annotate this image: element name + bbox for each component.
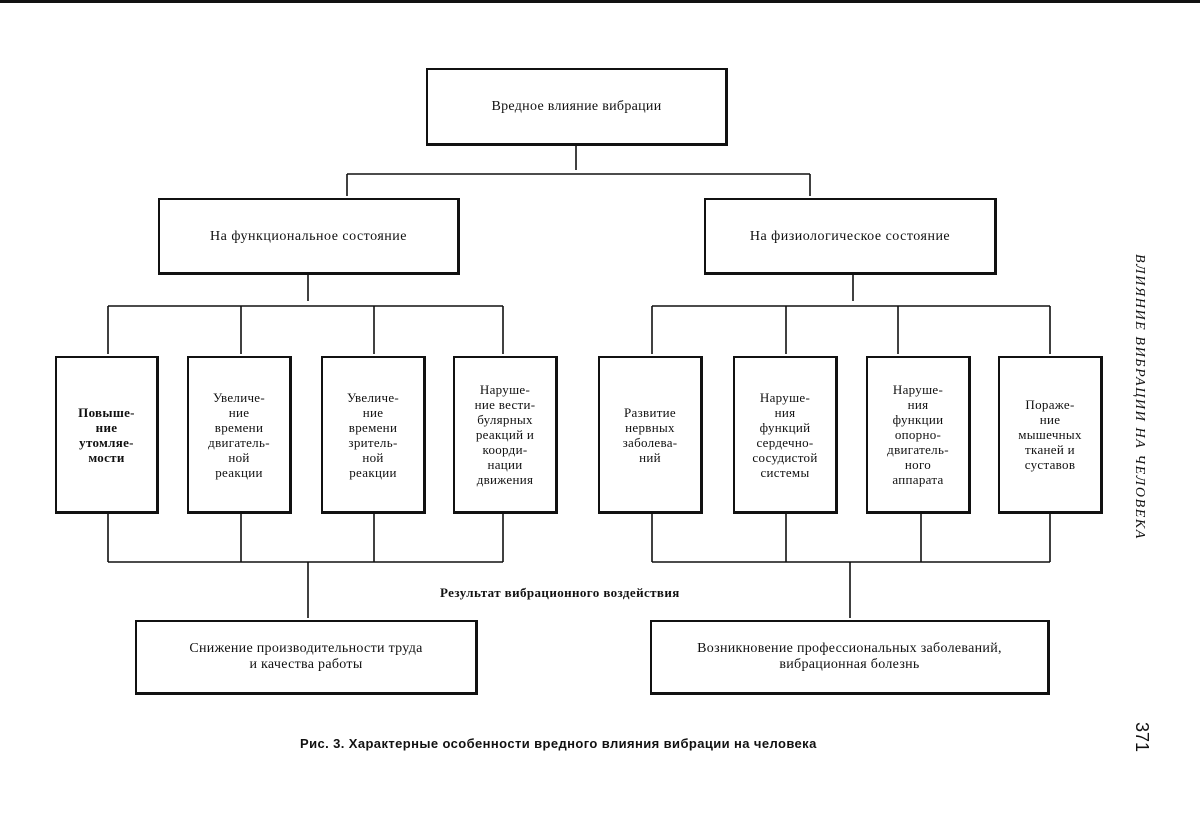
effect-node: Пораже- ние мышечных тканей и суставов — [998, 356, 1103, 514]
page-number: 371 — [1132, 722, 1152, 753]
branch-label: На физиологическое состояние — [749, 228, 951, 244]
effect-node: Повыше- ние утомляе- мости — [55, 356, 159, 514]
effect-node: Развитие нервных заболева- ний — [598, 356, 703, 514]
running-header: ВЛИЯНИЕ ВИБРАЦИИ НА ЧЕЛОВЕКА — [1132, 254, 1147, 540]
branch-node-physiological: На физиологическое состояние — [704, 198, 997, 275]
effect-node: Наруше- ния функций сердечно- сосудистой… — [733, 356, 838, 514]
result-heading: Результат вибрационного воздействия — [440, 585, 680, 600]
effect-node: Увеличе- ние времени зритель- ной реакци… — [321, 356, 426, 514]
effect-node: Наруше- ние вести- булярных реакций и ко… — [453, 356, 558, 514]
result-label: Возникновение профессиональных заболеван… — [697, 641, 1002, 672]
figure-caption: Рис. 3. Характерные особенности вредного… — [300, 736, 817, 751]
effect-node: Увеличе- ние времени двигатель- ной реак… — [187, 356, 292, 514]
effect-label: Увеличе- ние времени зритель- ной реакци… — [346, 389, 400, 480]
branch-node-functional: На функциональное состояние — [158, 198, 460, 275]
effect-label: Пораже- ние мышечных тканей и суставов — [1018, 397, 1082, 472]
effect-label: Развитие нервных заболева- ний — [622, 404, 678, 465]
effect-node: Наруше- ния функции опорно- двигатель- н… — [866, 356, 971, 514]
effect-label: Наруше- ние вести- булярных реакций и ко… — [474, 382, 536, 487]
effect-label: Наруше- ния функции опорно- двигатель- н… — [887, 382, 949, 487]
effect-label: Повыше- ние утомляе- мости — [78, 404, 135, 465]
root-node: Вредное влияние вибрации — [426, 68, 728, 146]
result-label: Снижение производительности труда и каче… — [189, 641, 423, 672]
top-rule — [0, 0, 1200, 3]
result-node: Снижение производительности труда и каче… — [135, 620, 478, 695]
effect-label: Наруше- ния функций сердечно- сосудистой… — [752, 389, 818, 480]
branch-label: На функциональное состояние — [210, 228, 407, 244]
result-node: Возникновение профессиональных заболеван… — [650, 620, 1050, 695]
root-label: Вредное влияние вибрации — [491, 99, 662, 114]
effect-label: Увеличе- ние времени двигатель- ной реак… — [208, 389, 270, 480]
